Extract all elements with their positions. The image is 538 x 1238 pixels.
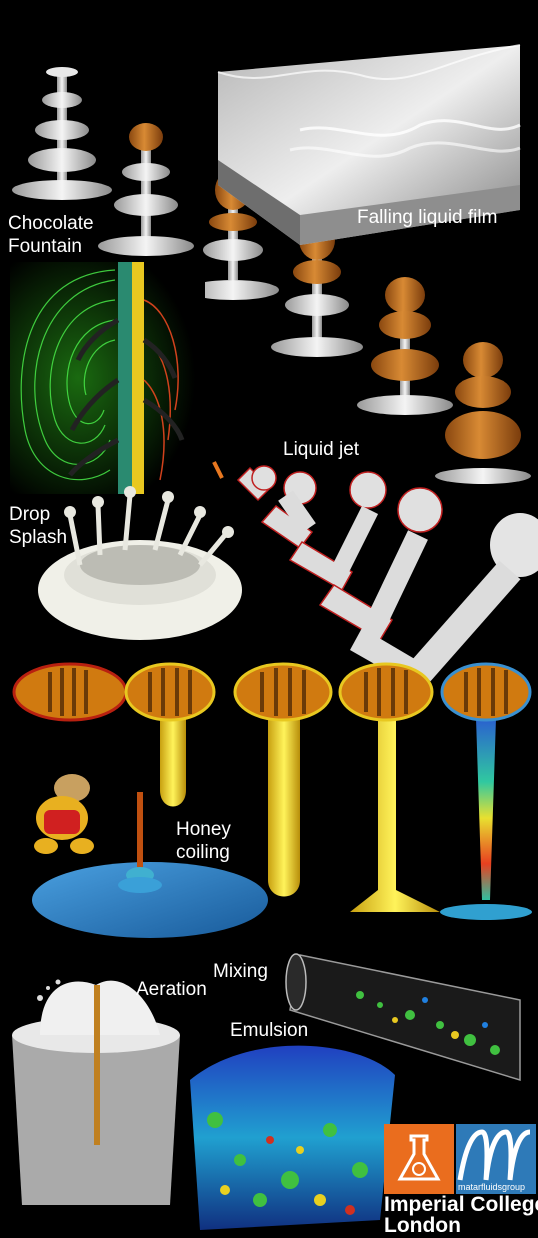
falling-film-block — [217, 44, 521, 245]
drop-splash-label-line2: Splash — [9, 527, 68, 548]
emulsion-render — [190, 1045, 395, 1230]
honey-bear-figure — [34, 774, 94, 854]
honey-coiling-label: Honey coiling — [176, 818, 231, 864]
fountain-silver — [12, 67, 112, 200]
imperial-flask-logo — [384, 1124, 454, 1194]
drop-splash-crown — [38, 486, 242, 640]
drop-splash-label-line1: Drop — [9, 504, 51, 525]
wave-icon — [457, 1129, 531, 1181]
honey-coiling-label-line1: Honey — [176, 819, 231, 840]
fountain-stage-1 — [98, 123, 194, 256]
emulsion-label: Emulsion — [230, 1020, 309, 1041]
imperial-college-line1: Imperial College — [384, 1193, 538, 1216]
imperial-college-line2: London — [384, 1214, 461, 1237]
falling-liquid-film-label: Falling liquid film — [357, 207, 498, 228]
fountain-stage-5 — [435, 342, 531, 484]
matar-fluids-logo-text: matarfluidsgroup — [458, 1182, 526, 1192]
flask-icon — [397, 1134, 441, 1181]
chocolate-fountain-label-line2: Fountain — [8, 236, 82, 257]
streamline-panel — [10, 262, 205, 494]
aeration-vessel — [12, 979, 180, 1205]
honey-dipper-sequence — [12, 662, 532, 920]
mixing-cylinder — [285, 953, 521, 1082]
chocolate-fountain-label: Chocolate Fountain — [8, 212, 94, 258]
drop-splash-label: Drop Splash — [9, 503, 67, 549]
fountain-stage-4 — [357, 277, 453, 415]
honey-coiling-label-line2: coiling — [176, 842, 230, 863]
matar-fluids-logo: matarfluidsgroup — [456, 1124, 536, 1194]
liquid-jet-label: Liquid jet — [283, 439, 360, 460]
liquid-jet-sequence — [212, 461, 538, 690]
mixing-label: Mixing — [213, 961, 268, 982]
chocolate-fountain-label-line1: Chocolate — [8, 213, 94, 234]
aeration-label: Aeration — [136, 979, 207, 1000]
honey-coiling-puddle — [32, 792, 268, 938]
